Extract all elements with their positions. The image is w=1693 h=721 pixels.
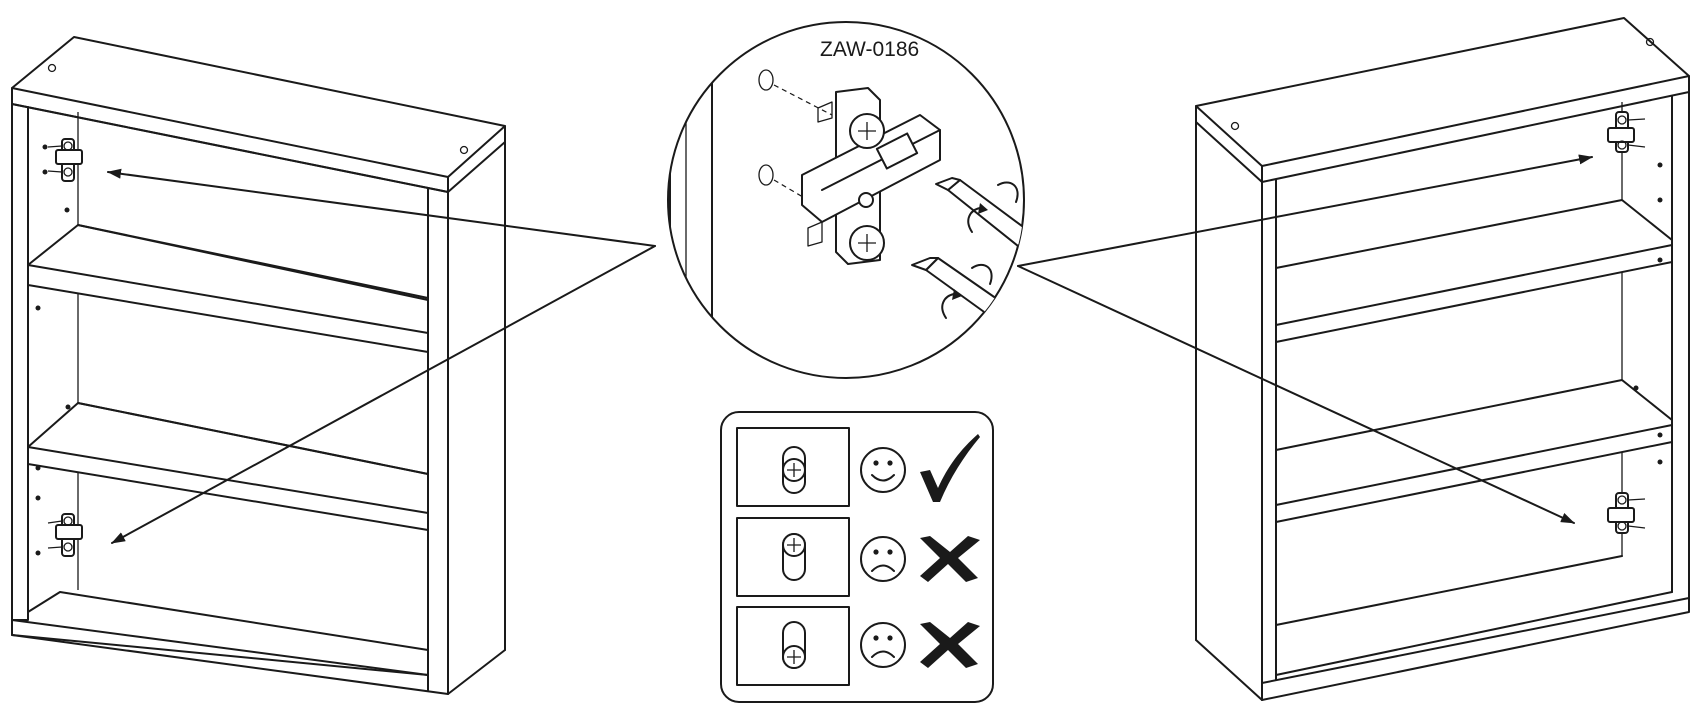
screw-slot-centered-icon (782, 446, 806, 494)
smiley-sad-icon (860, 536, 906, 582)
smiley-sad-icon (860, 622, 906, 668)
hinge-plate-icon (47, 513, 83, 557)
right-cabinet (1195, 17, 1690, 701)
callout-arrows (107, 154, 1593, 544)
part-code-label: ZAW-0186 (820, 38, 919, 61)
alignment-guide-panel (720, 411, 994, 703)
hinge-plate-icon (1607, 492, 1646, 534)
hinge-detail-callout: ZAW-0186 (667, 21, 1025, 379)
screw-slot-bottom-icon (782, 621, 806, 669)
checkmark-icon (920, 434, 980, 502)
hinge-plate-icon (47, 138, 83, 182)
hinge-plate-icon (801, 87, 941, 265)
guide-row-correct (736, 427, 980, 507)
cross-icon (920, 622, 980, 668)
smiley-happy-icon (860, 447, 906, 493)
rotate-arrow-icon (941, 263, 993, 319)
screwdriver-icon (935, 177, 1024, 247)
left-cabinet (11, 36, 506, 695)
guide-row-wrong-bottom (736, 606, 980, 686)
hinge-plate-icon (1607, 111, 1646, 153)
guide-row-wrong-top (736, 517, 980, 597)
rotate-arrow-icon (967, 181, 1019, 233)
cross-icon (920, 536, 980, 582)
screw-slot-top-icon (782, 533, 806, 581)
